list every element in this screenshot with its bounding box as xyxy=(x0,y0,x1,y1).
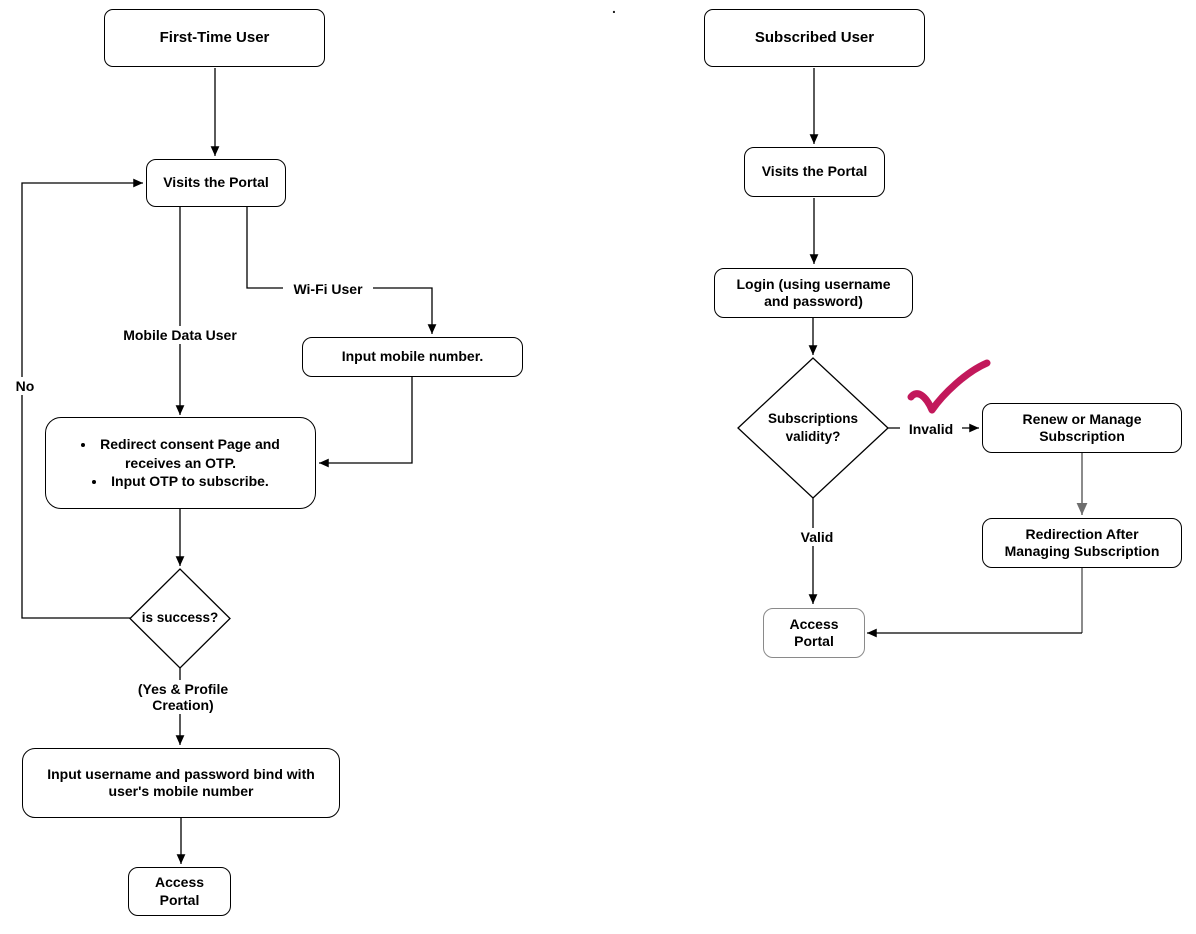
node-login: Login (using username and password) xyxy=(714,268,913,318)
edge-label-no: No xyxy=(6,377,44,396)
node-first-time-user: First-Time User xyxy=(104,9,325,67)
node-visits-portal-left: Visits the Portal xyxy=(146,159,286,207)
consent-step-1: Redirect consent Page and receives an OT… xyxy=(54,435,307,473)
node-renew-manage-subscription: Renew or Manage Subscription xyxy=(982,403,1182,453)
checkmark-annotation xyxy=(907,359,991,414)
edge-label-yes-profile-creation: (Yes & Profile Creation) xyxy=(126,680,240,715)
node-consent-steps: Redirect consent Page and receives an OT… xyxy=(45,417,316,509)
node-subscribed-user: Subscribed User xyxy=(704,9,925,67)
node-input-mobile-number: Input mobile number. xyxy=(302,337,523,377)
node-access-portal-right: Access Portal xyxy=(763,608,865,658)
node-redirection-after-managing: Redirection After Managing Subscription xyxy=(982,518,1182,568)
decision-label-is-success: is success? xyxy=(141,610,219,626)
edge-inputmobile-to-consent xyxy=(319,377,413,468)
edge-no-loop xyxy=(21,178,143,619)
node-access-portal-left: Access Portal xyxy=(128,867,231,916)
decision-is-success xyxy=(129,568,231,669)
edge-label-mobile-data-user: Mobile Data User xyxy=(110,326,250,345)
consent-steps-list: Redirect consent Page and receives an OT… xyxy=(46,435,315,492)
consent-step-2: Input OTP to subscribe. xyxy=(54,472,307,491)
stray-dot: . xyxy=(612,0,616,16)
edge-label-wifi-user: Wi-Fi User xyxy=(283,280,373,299)
node-visits-portal-right: Visits the Portal xyxy=(744,147,885,197)
edge-label-invalid: Invalid xyxy=(900,420,962,439)
decision-subscriptions-validity xyxy=(737,357,889,499)
edge-label-valid: Valid xyxy=(792,528,842,547)
node-input-username-password: Input username and password bind with us… xyxy=(22,748,340,818)
decision-label-subscriptions-validity: Subscriptions validity? xyxy=(767,411,858,444)
edge-wifi-user xyxy=(246,207,437,334)
